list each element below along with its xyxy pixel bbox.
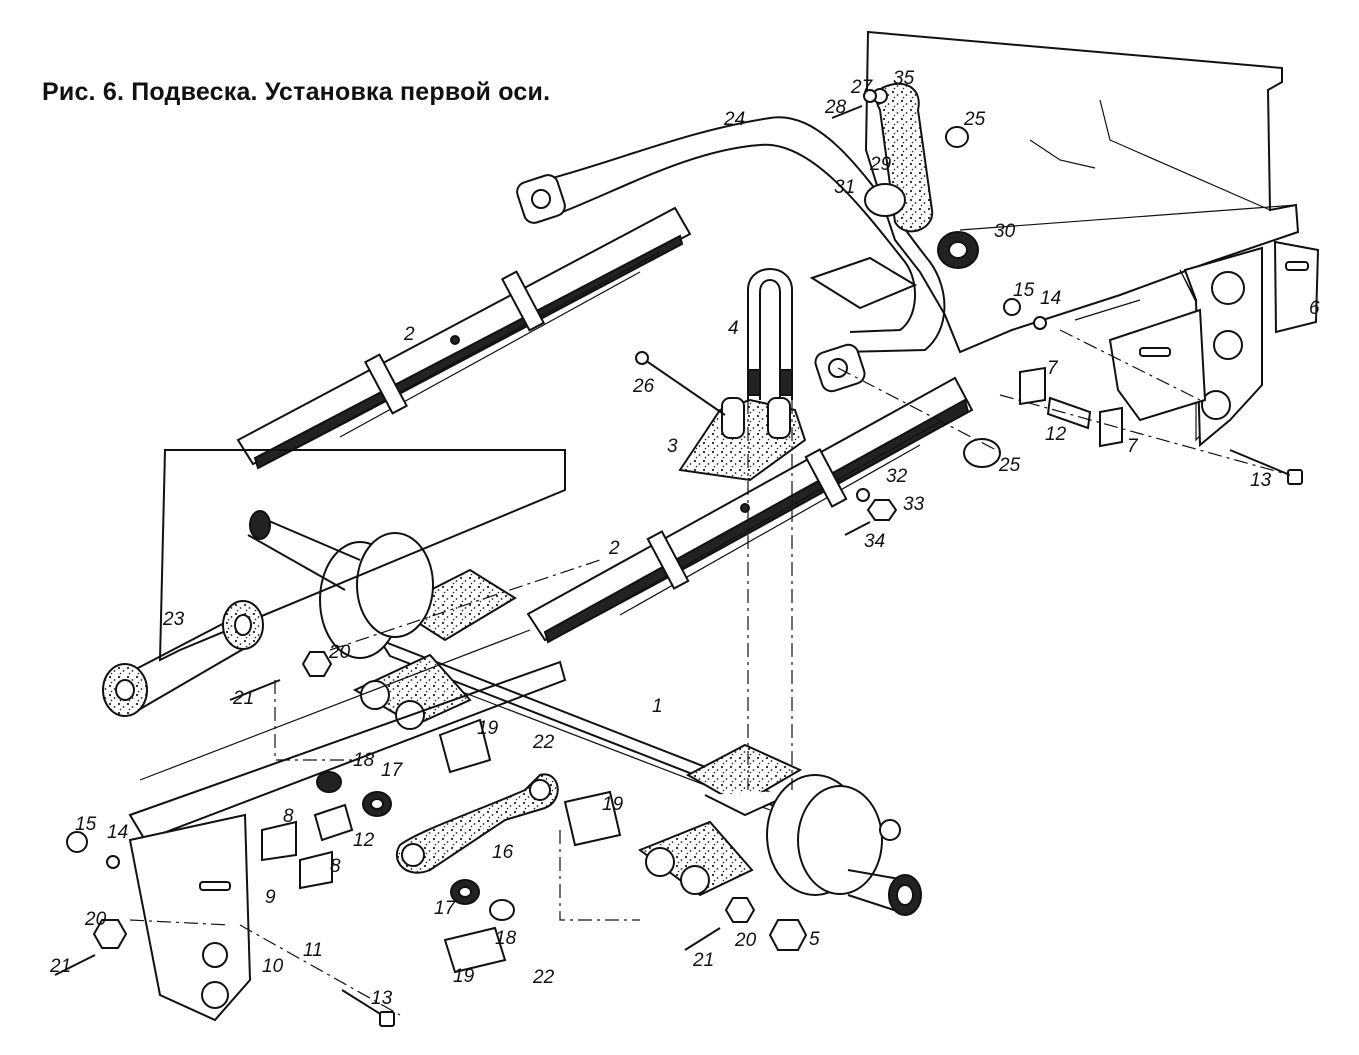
callout-32: 32	[886, 466, 908, 487]
callout-28: 28	[824, 97, 847, 118]
stabilizer-bar	[516, 116, 946, 393]
callout-18: 18	[353, 750, 375, 771]
callout-35: 35	[893, 68, 915, 89]
leaf-spring-lower	[526, 376, 974, 644]
callout-17: 17	[434, 898, 457, 919]
callout-12: 12	[1045, 424, 1067, 445]
callout-21: 21	[232, 688, 254, 709]
callout-4: 4	[728, 318, 739, 339]
callout-15: 15	[75, 814, 97, 835]
hub-right	[766, 774, 922, 916]
torque-rod-16	[395, 773, 559, 874]
callout-20: 20	[84, 909, 107, 930]
hub-left	[158, 449, 566, 662]
callout-9: 9	[265, 887, 276, 908]
callout-23: 23	[162, 609, 185, 630]
torque-rod-23	[102, 600, 264, 717]
figure-title: Рис. 6. Подвеска. Установка первой оси.	[42, 78, 551, 106]
callout-16: 16	[492, 842, 514, 863]
callout-11: 11	[303, 940, 323, 961]
u-bolt-and-bracket	[635, 268, 807, 482]
callout-25: 25	[963, 109, 986, 130]
small-parts	[54, 298, 1303, 1027]
callout-15: 15	[1013, 280, 1035, 301]
callout-7: 7	[1047, 358, 1059, 379]
callout-17: 17	[381, 760, 404, 781]
callout-2: 2	[403, 324, 415, 345]
callout-6: 6	[1309, 298, 1320, 319]
callout-34: 34	[864, 531, 885, 552]
callout-30: 30	[994, 221, 1016, 242]
callout-21: 21	[692, 950, 714, 971]
callout-22: 22	[532, 967, 555, 988]
callout-29: 29	[869, 154, 892, 175]
callout-7: 7	[1127, 436, 1139, 457]
callout-3: 3	[667, 436, 678, 457]
shackle-right	[637, 820, 754, 897]
callout-31: 31	[834, 177, 855, 198]
callout-20: 20	[734, 930, 757, 951]
callout-27: 27	[850, 77, 874, 98]
assembly-centerlines	[129, 329, 1291, 1016]
callout-2: 2	[608, 538, 620, 559]
axle-beam	[377, 568, 803, 819]
callout-labels: 1 2 2 3 4 5 6 7 7 8 8 9 10 11 12 12 13 1…	[49, 68, 1320, 1009]
callout-26: 26	[632, 376, 655, 397]
stabilizer-link	[831, 82, 979, 269]
callout-33: 33	[903, 494, 925, 515]
callout-10: 10	[262, 956, 284, 977]
frame-rail-right	[864, 30, 1320, 448]
callout-12: 12	[353, 830, 375, 851]
shackle-left	[352, 653, 472, 730]
callout-14: 14	[107, 822, 128, 843]
callout-8: 8	[330, 856, 341, 877]
callout-5: 5	[809, 929, 820, 950]
callout-19: 19	[453, 966, 475, 987]
callout-24: 24	[723, 109, 745, 130]
callout-22: 22	[532, 732, 555, 753]
callout-25: 25	[998, 455, 1021, 476]
callout-19: 19	[602, 794, 624, 815]
callout-1: 1	[652, 696, 663, 717]
callout-18: 18	[495, 928, 517, 949]
callout-13: 13	[371, 988, 393, 1009]
callout-20: 20	[328, 642, 351, 663]
callout-13: 13	[1250, 470, 1272, 491]
callout-19: 19	[477, 718, 499, 739]
callout-21: 21	[49, 956, 71, 977]
leaf-spring-upper	[236, 206, 692, 470]
callout-14: 14	[1040, 288, 1061, 309]
callout-8: 8	[283, 806, 294, 827]
frame-rail-left	[128, 629, 567, 1022]
